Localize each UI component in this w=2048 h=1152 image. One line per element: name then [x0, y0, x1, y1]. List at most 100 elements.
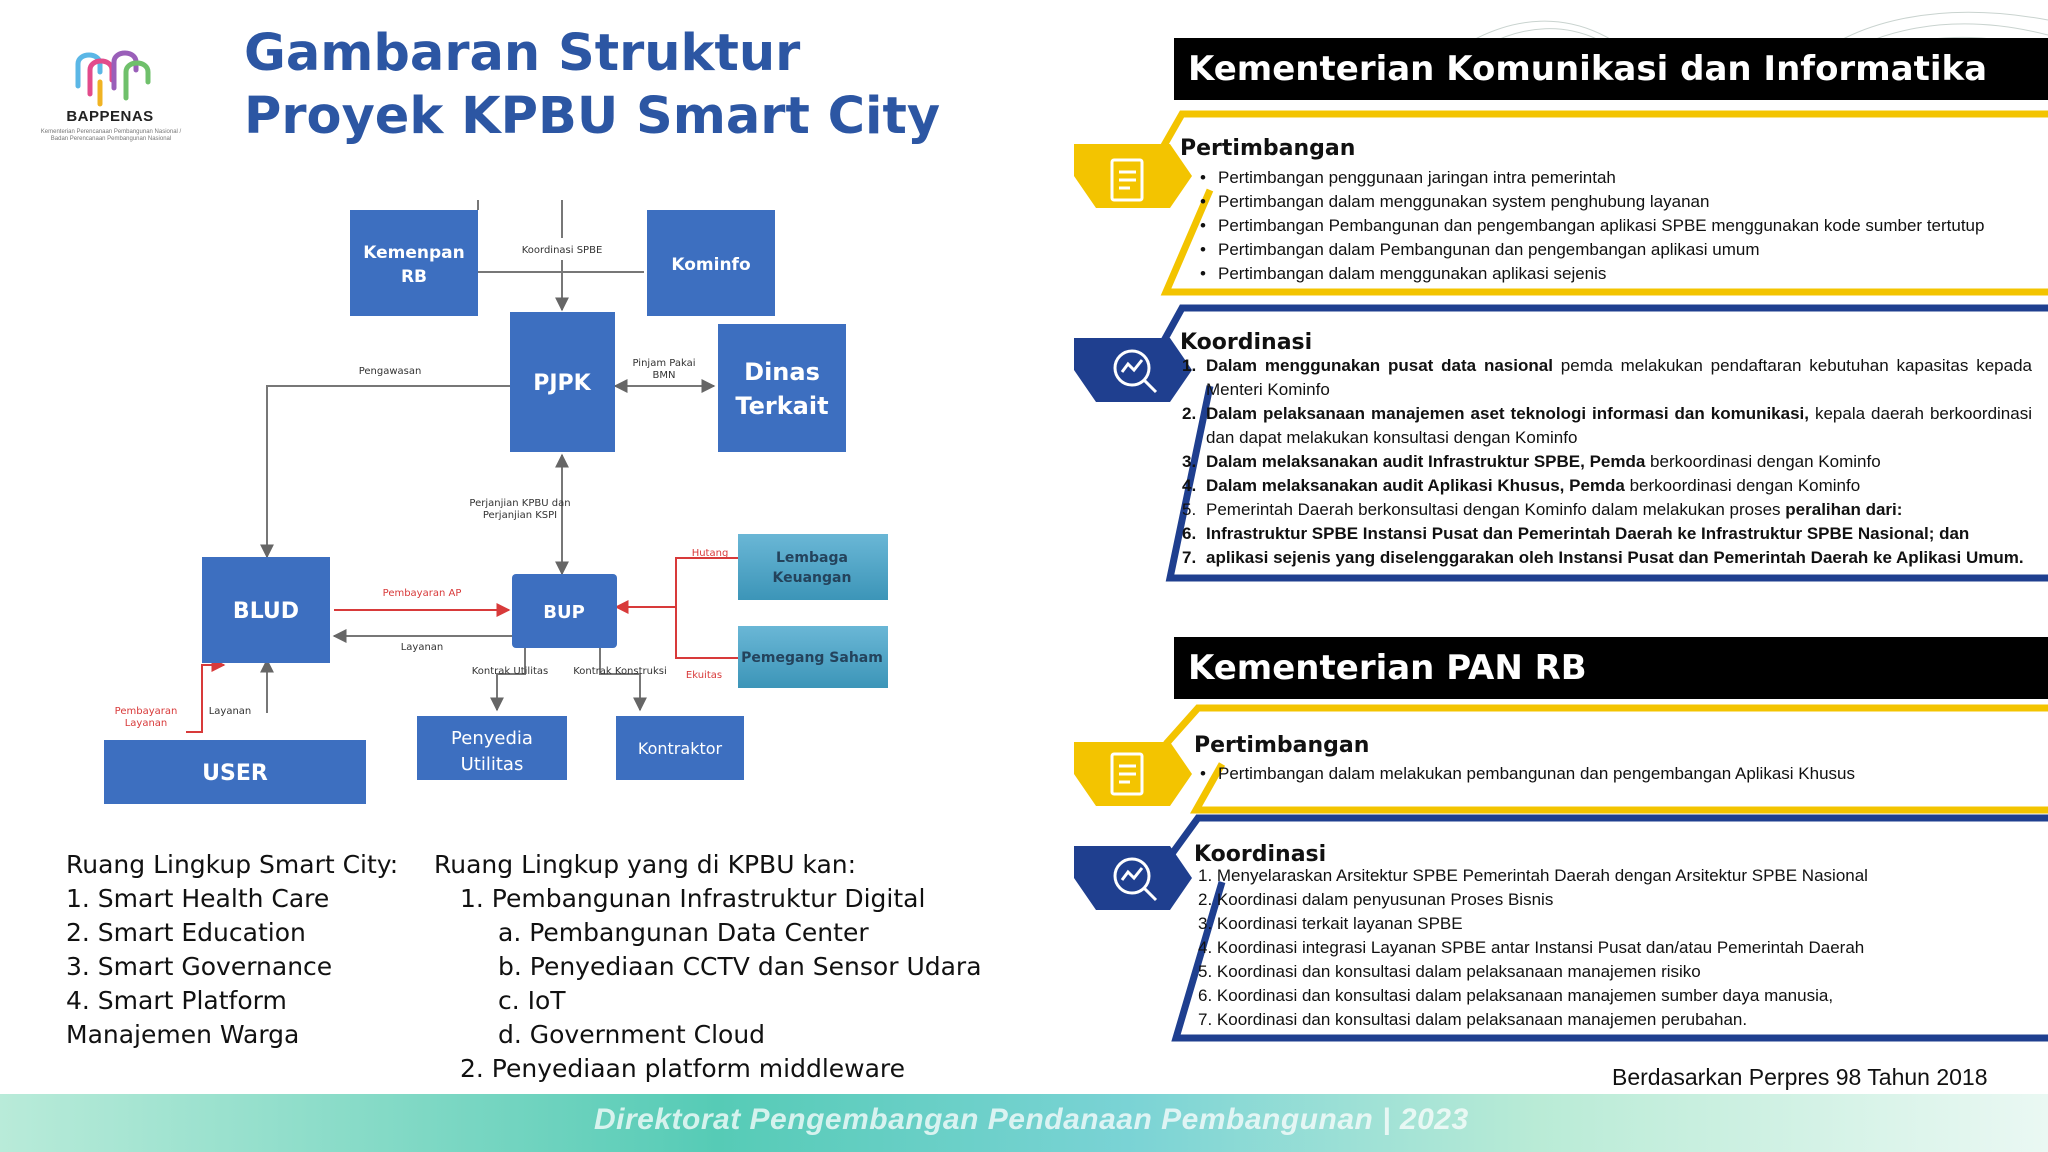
list-item: 4. Smart Platform [66, 986, 287, 1015]
list-item: 1. Menyelaraskan Arsitektur SPBE Pemerin… [1198, 866, 1868, 885]
list-item: 7. Koordinasi dan konsultasi dalam pelak… [1198, 1010, 1748, 1029]
list-item: 3.Dalam melaksanakan audit Infrastruktur… [1182, 450, 2032, 474]
kemenpan-line2: RB [401, 267, 427, 287]
lembaga-line2: Keuangan [773, 570, 852, 586]
label-pinjam-pakai: Pinjam Pakai [633, 358, 696, 369]
list-item: Pertimbangan dalam melakukan pembangunan… [1194, 762, 2034, 786]
list-item: 3. Koordinasi terkait layanan SPBE [1198, 914, 1463, 933]
list-item: 2. Dalam pelaksanaan manajemen aset tekno… [1182, 402, 2032, 450]
list-item: 4. Koordinasi integrasi Layanan SPBE ant… [1198, 938, 1865, 957]
item-number: 1. [1182, 356, 1197, 375]
box-pjpk: PJPK [510, 312, 615, 452]
label-pembayaran-layanan-2: Layanan [125, 718, 168, 729]
item-bold: Dalam melaksanakan audit Aplikasi Khusus… [1206, 476, 1625, 495]
logo-tagline: Kementerian Perencanaan Pembangunan Nasi… [40, 129, 182, 142]
penyedia-line2: Utilitas [461, 754, 524, 775]
structure-diagram: Kemenpan RB Kominfo PJPK Dinas Terkait B… [104, 200, 888, 804]
panrb-header: Kementerian PAN RB [1174, 637, 2048, 699]
list-item: 1.Dalam menggunakan pusat data nasional … [1182, 354, 2032, 402]
magnifier-chart-icon [1113, 857, 1158, 902]
list-item: Pertimbangan dalam menggunakan system pe… [1194, 190, 2034, 214]
label-kontrak-utilitas: Kontrak Utilitas [472, 666, 548, 677]
list-subitem: d. Government Cloud [498, 1020, 766, 1049]
label-bmn: BMN [653, 370, 676, 381]
logo-name: BAPPENAS [66, 108, 154, 125]
item-number: 4. [1182, 476, 1197, 495]
kominfo-pertimbangan-list: Pertimbangan penggunaan jaringan intra p… [1194, 166, 2034, 286]
list-item: Pertimbangan dalam menggunakan aplikasi … [1194, 262, 2034, 286]
box-pemegang-saham: Pemegang Saham [738, 626, 888, 688]
list-item: Pertimbangan dalam Pembangunan dan penge… [1194, 238, 2034, 262]
document-icon [1110, 752, 1144, 796]
footer-text: Direktorat Pengembangan Pendanaan Pemban… [594, 1103, 1469, 1136]
penyedia-line1: Penyedia [451, 728, 533, 749]
kpbu-scope-list: Ruang Lingkup yang di KPBU kan: 1. Pemba… [434, 848, 994, 1086]
list-item: 1. Pembangunan Infrastruktur Digital [460, 884, 926, 913]
list-item: 5.Pemerintah Daerah berkonsultasi dengan… [1182, 498, 2032, 522]
list-subitem: c. IoT [498, 986, 566, 1015]
label-koordinasi-spbe: Koordinasi SPBE [522, 245, 603, 256]
kominfo-koordinasi-list: 1.Dalam menggunakan pusat data nasional … [1182, 354, 2032, 570]
label-perjanjian-1: Perjanjian KPBU dan [469, 498, 570, 509]
kominfo-label: Kominfo [671, 255, 750, 275]
bappenas-logo [75, 50, 151, 107]
item-number: 3. [1182, 452, 1197, 471]
kemenpan-line1: Kemenpan [363, 243, 465, 263]
smart-city-scope-list: Ruang Lingkup Smart City: 1. Smart Healt… [66, 848, 426, 1052]
box-blud: BLUD [202, 557, 330, 663]
title-line-1: Gambaran Struktur [244, 24, 801, 83]
list-item: 5. Koordinasi dan konsultasi dalam pelak… [1198, 962, 1701, 981]
list-item: 6. Koordinasi dan konsultasi dalam pelak… [1198, 986, 1834, 1005]
box-kontraktor: Kontraktor [616, 716, 744, 780]
item-number: 7. [1182, 548, 1197, 567]
item-bold: peralihan dari: [1785, 500, 1903, 519]
box-user: USER [104, 740, 366, 804]
item-text: berkoordinasi dengan Kominfo [1624, 476, 1861, 495]
panrb-pertimbangan-frame [1074, 704, 2048, 814]
label-perjanjian-2: Perjanjian KSPI [483, 510, 557, 521]
box-kemenpan: Kemenpan RB [350, 210, 478, 316]
list-item: 3. Smart Governance [66, 952, 333, 981]
dinas-line2: Terkait [735, 392, 828, 420]
label-ekuitas: Ekuitas [686, 670, 722, 681]
label-pengawasan: Pengawasan [359, 366, 422, 377]
page-title: Gambaran Struktur Proyek KPBU Smart City [244, 22, 940, 148]
panrb-pertimbangan-title: Pertimbangan [1194, 733, 1370, 758]
item-number: 2. [1182, 404, 1197, 423]
box-lembaga: Lembaga Keuangan [738, 534, 888, 600]
list-item: Manajemen Warga [66, 1020, 300, 1049]
label-kontrak-konstruksi: Kontrak Konstruksi [573, 666, 667, 677]
pemegang-label: Pemegang Saham [741, 650, 883, 666]
list-item: 7.aplikasi sejenis yang diselenggarakan … [1182, 546, 2032, 570]
title-line-2: Proyek KPBU Smart City [244, 87, 941, 146]
user-label: USER [202, 761, 268, 786]
box-dinas: Dinas Terkait [718, 324, 846, 452]
lembaga-line1: Lembaga [776, 550, 848, 566]
blud-label: BLUD [233, 599, 299, 624]
item-text: pemda melakukan pendaftaran kebutuhan ka… [1206, 356, 2032, 399]
panrb-pertimbangan-list: Pertimbangan dalam melakukan pembangunan… [1194, 762, 2034, 786]
list-subitem: b. Penyediaan CCTV dan Sensor Udara [498, 952, 982, 981]
kontraktor-label: Kontraktor [638, 739, 723, 758]
label-pembayaran-layanan-1: Pembayaran [115, 706, 178, 717]
kominfo-header: Kementerian Komunikasi dan Informatika [1174, 38, 2048, 100]
box-penyedia: Penyedia Utilitas [417, 716, 567, 780]
list-subitem: a. Pembangunan Data Center [498, 918, 869, 947]
panrb-koordinasi-title: Koordinasi [1194, 842, 1327, 867]
list-item: Pertimbangan Pembangunan dan pengembanga… [1194, 214, 2034, 238]
dinas-line1: Dinas [744, 358, 820, 386]
list2-heading: Ruang Lingkup yang di KPBU kan: [434, 850, 857, 879]
item-bold: Dalam pelaksanaan manajemen aset teknolo… [1206, 404, 1809, 423]
box-kominfo: Kominfo [647, 210, 775, 316]
footer-bar [0, 1094, 2048, 1152]
list-item: 6.Infrastruktur SPBE Instansi Pusat dan … [1182, 522, 2032, 546]
item-text: berkoordinasi dengan Kominfo [1645, 452, 1881, 471]
list-item: 2. Smart Education [66, 918, 306, 947]
label-hutang: Hutang [692, 548, 729, 559]
list-item: 2. Koordinasi dalam penyusunan Proses Bi… [1198, 890, 1554, 909]
kominfo-koordinasi-frame [1074, 304, 2048, 582]
magnifier-chart-icon [1113, 349, 1158, 394]
label-layanan-bup: Layanan [401, 642, 444, 653]
list-item: 4. Dalam melaksanakan audit Aplikasi Khus… [1182, 474, 2032, 498]
bup-label: BUP [543, 602, 585, 623]
